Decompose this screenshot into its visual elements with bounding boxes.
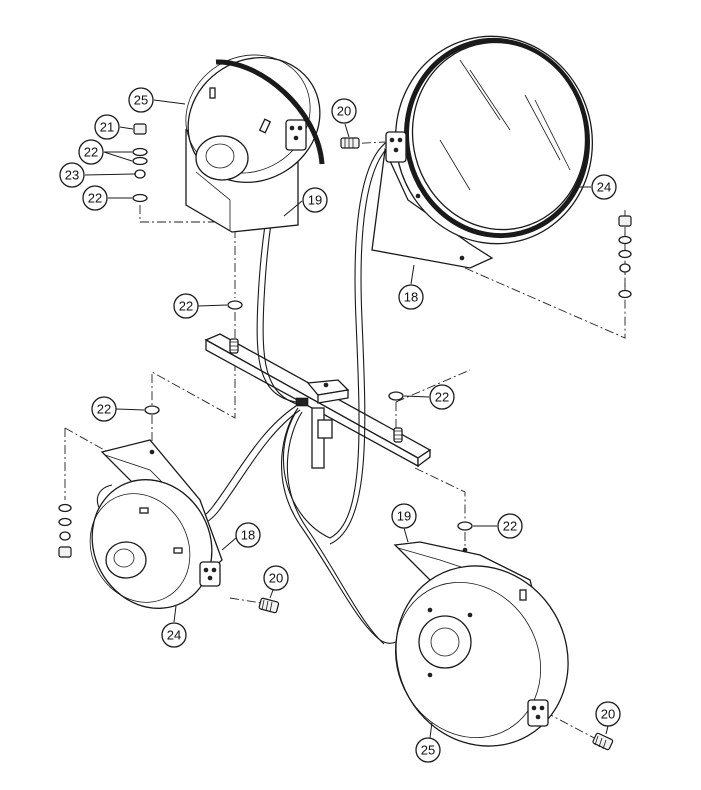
callout-19-bottom: 19 [391, 503, 417, 529]
leader-lines [84, 99, 609, 739]
svg-text:22: 22 [97, 402, 111, 417]
svg-text:20: 20 [601, 707, 615, 722]
junction-bracket [295, 379, 350, 469]
callout-20-right: 20 [595, 701, 621, 727]
svg-text:22: 22 [179, 299, 193, 314]
bolt-bottom-left [258, 597, 280, 614]
svg-text:20: 20 [337, 104, 351, 119]
svg-text:21: 21 [100, 120, 114, 135]
callout-20-left: 20 [263, 565, 289, 591]
hardware-stack-right [618, 215, 632, 299]
callout-22-a: 22 [78, 139, 104, 165]
callout-22-d: 22 [91, 396, 117, 422]
svg-text:24: 24 [597, 180, 611, 195]
svg-text:18: 18 [241, 528, 255, 543]
washer-left [144, 405, 160, 415]
svg-text:23: 23 [65, 168, 79, 183]
lamp-24-top-right [371, 35, 594, 269]
callout-25-bottom: 25 [415, 737, 441, 763]
svg-text:18: 18 [404, 290, 418, 305]
washer-mid-left [227, 300, 243, 310]
svg-text:22: 22 [84, 145, 98, 160]
svg-text:22: 22 [435, 390, 449, 405]
svg-text:20: 20 [269, 571, 283, 586]
washer-bottom-right [457, 521, 473, 531]
callout-24-bottom: 24 [161, 622, 187, 648]
callout-23: 23 [59, 162, 85, 188]
bolt-top [340, 137, 360, 149]
washer-mid-right [388, 391, 404, 401]
callout-22-f: 22 [497, 513, 523, 539]
svg-text:19: 19 [308, 193, 322, 208]
hardware-stack-bottom-left [58, 503, 72, 558]
svg-text:19: 19 [397, 509, 411, 524]
lamp-25-bottom-right [393, 541, 569, 747]
svg-text:22: 22 [503, 519, 517, 534]
callout-18-top: 18 [398, 284, 424, 310]
callout-19-top: 19 [302, 187, 328, 213]
callout-25-top: 25 [128, 87, 154, 113]
svg-text:25: 25 [421, 743, 435, 758]
svg-text:22: 22 [88, 191, 102, 206]
callout-18-bottom: 18 [235, 522, 261, 548]
callout-24-top: 24 [591, 174, 617, 200]
svg-text:25: 25 [134, 93, 148, 108]
callout-22-c: 22 [173, 293, 199, 319]
callout-22-e: 22 [429, 384, 455, 410]
lamp-25-top-left [185, 54, 325, 233]
hardware-stack-left [132, 123, 148, 203]
callout-22-b: 22 [82, 185, 108, 211]
bolt-bottom-right [592, 732, 614, 751]
callout-20-top: 20 [331, 98, 357, 124]
svg-text:24: 24 [167, 628, 181, 643]
lamp-24-bottom-left [89, 439, 223, 609]
callout-21: 21 [94, 114, 120, 140]
